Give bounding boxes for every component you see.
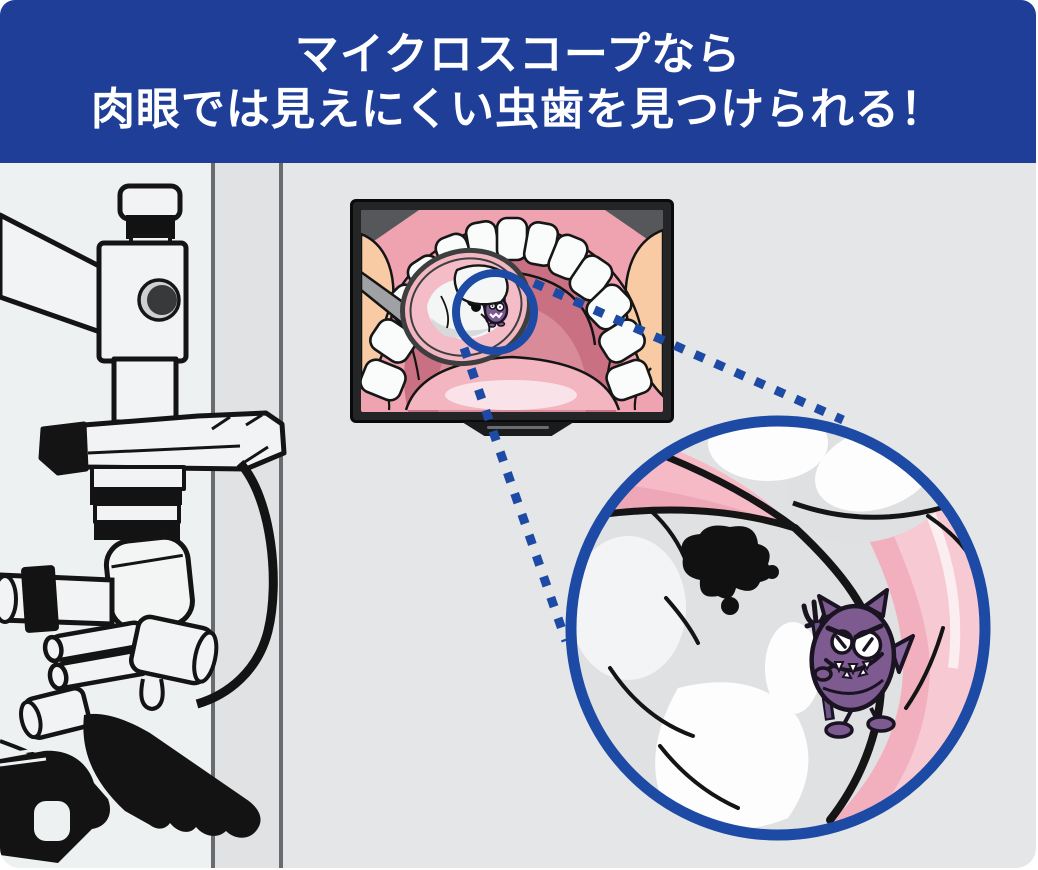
tube-collar [21,565,59,633]
callout-dashed-line-right [532,278,845,425]
mouth-corner-left [361,210,419,250]
germ-character [801,588,915,739]
microscope-clamp-knob [38,421,89,476]
illustration-stage [0,163,1036,868]
mouth-illustration [361,210,663,412]
cable [195,459,278,709]
hanging-strap [139,678,165,712]
germ-hand [813,666,833,682]
highlight-circle-large [565,415,991,841]
banner-title-line1: マイクロスコープなら [294,29,742,79]
germ-teeth [833,659,873,680]
monitor [350,199,674,423]
germ-foot-right [866,715,896,733]
dental-microscope-illustration [0,183,287,863]
magnified-tooth-view [576,426,980,830]
highlight-circle-small [452,269,538,355]
handle-grip-right [83,713,261,838]
monitor-screen [361,210,663,412]
germ-eyebrows [825,623,884,640]
microscope-knob [147,285,177,315]
callout-dashed-line-left [459,346,571,643]
pitchfork-head [801,599,831,629]
cavity-blob [681,525,772,599]
germ-foot-left [824,721,854,739]
banner-title-line2: 肉眼では見えにくい虫歯を見つけられる！ [90,85,946,134]
dental-mirror [400,247,532,367]
microscope-column [111,356,179,425]
wall-pillar [211,163,283,868]
magnifier-callout [452,269,991,841]
header-banner: マイクロスコープなら 肉眼では見えにくい虫歯を見つけられる！ [0,0,1036,163]
